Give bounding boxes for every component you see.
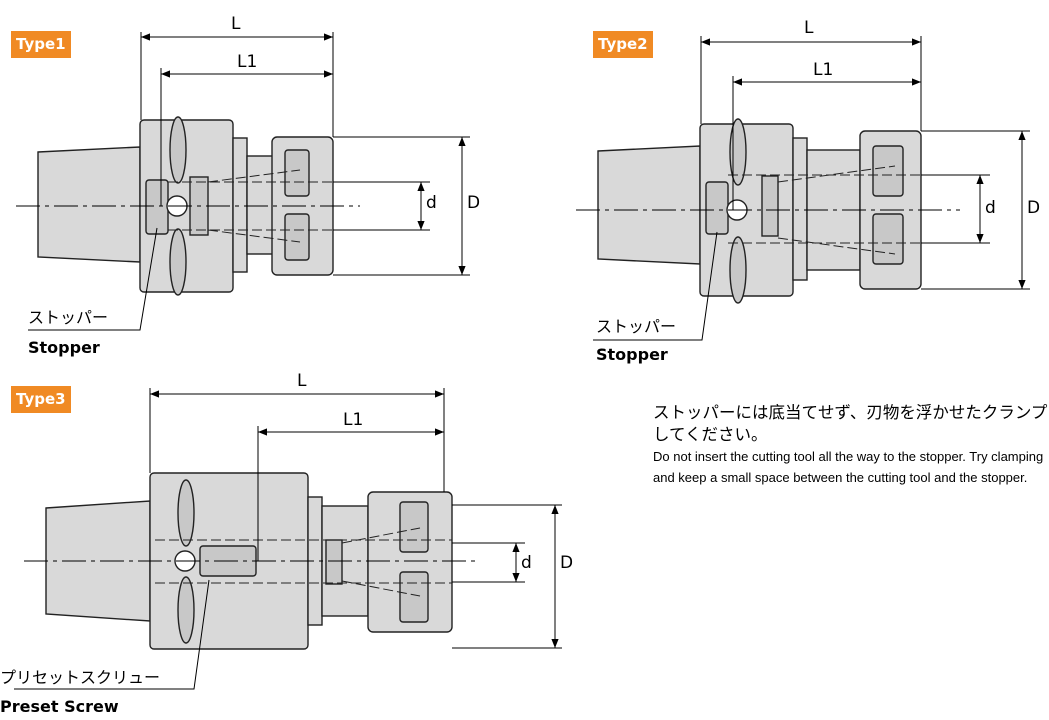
type2-label-D: D bbox=[1027, 198, 1041, 218]
type1-label-D: D bbox=[467, 193, 481, 213]
type3-drive-slot bbox=[177, 479, 195, 547]
type1-callout-ja: ストッパー bbox=[28, 308, 109, 327]
type2-nut-window bbox=[872, 145, 904, 197]
type2-inner-bore bbox=[761, 175, 779, 237]
type2-drive-slot bbox=[729, 118, 747, 186]
type2-nut-window bbox=[872, 213, 904, 265]
type3-label-d: d bbox=[521, 553, 532, 573]
type3-label-L: L bbox=[297, 371, 307, 391]
type3-inner-bore bbox=[325, 539, 343, 585]
type3-taper-shank bbox=[45, 500, 151, 622]
type1-callout-en: Stopper bbox=[28, 338, 100, 357]
type1-neck bbox=[232, 137, 248, 273]
type2-neck bbox=[792, 137, 808, 281]
type3-label-D: D bbox=[560, 553, 574, 573]
type2-label-d: d bbox=[985, 198, 996, 218]
type1-drive-slot bbox=[169, 228, 187, 296]
type1-callout-leader bbox=[28, 227, 158, 331]
usage-note-en: Do not insert the cutting tool all the w… bbox=[653, 449, 1044, 485]
type1-taper-shank bbox=[37, 146, 141, 263]
type3-drive-slot bbox=[177, 576, 195, 644]
type3-drawing bbox=[45, 472, 453, 650]
type2-label-L: L bbox=[804, 18, 814, 38]
type1-stopper bbox=[145, 179, 169, 235]
type2-taper-shank bbox=[597, 145, 701, 265]
type2-drawing bbox=[597, 118, 922, 304]
type2-dimensions bbox=[576, 36, 1030, 341]
type1-label-L: L bbox=[231, 14, 241, 34]
type3-nut-window bbox=[399, 501, 429, 553]
type1-nut-window bbox=[284, 149, 310, 197]
type2-badge: Type2 bbox=[593, 31, 653, 58]
type3-dimensions bbox=[14, 388, 562, 690]
type1-badge: Type1 bbox=[11, 31, 71, 58]
type1-nut-window bbox=[284, 213, 310, 261]
type2-label-L1: L1 bbox=[813, 60, 834, 80]
usage-note-ja: ストッパーには底当てせず、刃物を浮かせたクランプしてください。 bbox=[653, 403, 1048, 444]
type3-callout-en: Preset Screw bbox=[0, 697, 119, 716]
type3-badge: Type3 bbox=[11, 386, 71, 413]
type3-collet-nut bbox=[367, 491, 453, 633]
type3-nut-window bbox=[399, 571, 429, 623]
type1-drive-slot bbox=[169, 116, 187, 184]
type1-label-d: d bbox=[426, 193, 437, 213]
type3-label-L1: L1 bbox=[343, 410, 364, 430]
type2-callout-leader bbox=[593, 231, 718, 341]
type2-drive-slot bbox=[729, 236, 747, 304]
type3-callout-ja: プリセットスクリュー bbox=[0, 668, 161, 687]
type1-label-L1: L1 bbox=[237, 52, 258, 72]
type2-callout-en: Stopper bbox=[596, 345, 668, 364]
type2-callout-ja: ストッパー bbox=[596, 317, 677, 336]
type1-dimensions bbox=[16, 32, 470, 331]
type2-stopper bbox=[705, 181, 729, 235]
type3-callout-leader bbox=[14, 579, 210, 690]
